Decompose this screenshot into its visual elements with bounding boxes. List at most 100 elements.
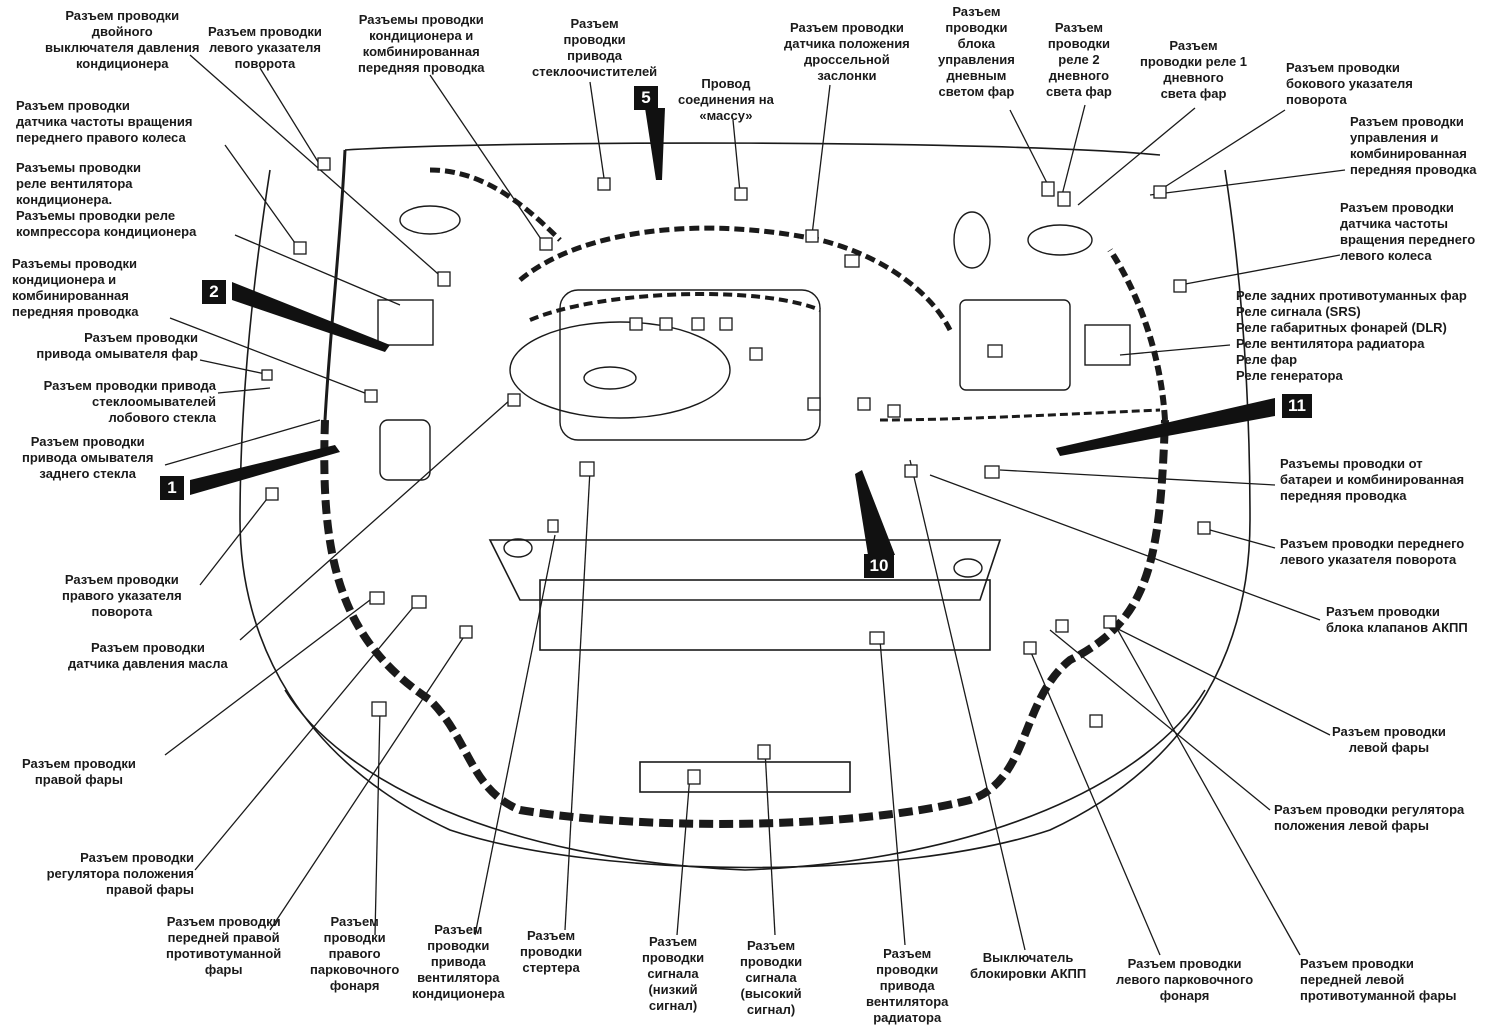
connector: [1055, 619, 1069, 633]
connector: [629, 317, 643, 331]
oil-filler: [583, 366, 637, 390]
connector: [369, 591, 385, 605]
connector: [293, 241, 307, 255]
marker-11: 11: [1282, 394, 1312, 418]
label-ac-and-front-harness-connectors: Разъемы проводки кондиционера и комбинир…: [358, 12, 485, 75]
label-ac-fan-and-compressor-relay-connectors: Разъемы проводки реле вентилятора кондиц…: [16, 160, 197, 239]
firewall-outline: [344, 142, 1161, 156]
connector: [507, 393, 521, 407]
label-ground-wire: Провод соединения на «массу»: [678, 76, 774, 123]
label-right-parking-lamp-connector: Разъем проводки правого парковочного фон…: [310, 914, 400, 993]
connector: [265, 487, 279, 501]
label-front-left-wheel-speed-sensor-connector: Разъем проводки датчика частоты вращения…: [1340, 200, 1476, 263]
connector: [547, 519, 559, 533]
wedge-10: [855, 470, 895, 555]
leader-l06: [811, 84, 831, 236]
connector: [659, 317, 673, 331]
leader-l29: [269, 634, 466, 931]
leader-l27: [1049, 629, 1271, 811]
pointer-wedges: [190, 108, 1275, 555]
label-horn-low-connector: Разъем проводки сигнала (низкий сигнал): [642, 934, 705, 1013]
label-drl-relay-1-connector: Разъем проводки реле 1 дневного света фа…: [1140, 38, 1248, 101]
leader-l22: [199, 494, 271, 586]
label-oil-pressure-sensor-connector: Разъем проводки датчика давления масла: [68, 640, 228, 671]
label-drl-relay-2-connector: Разъем проводки реле 2 дневного света фа…: [1046, 20, 1112, 99]
label-throttle-position-sensor-connector: Разъем проводки датчика положения дроссе…: [784, 20, 910, 83]
marker-1: 1: [160, 476, 184, 500]
leader-l38: [1114, 624, 1301, 956]
connector: [887, 404, 901, 418]
leader-l14: [1179, 254, 1341, 286]
label-starter-connector: Разъем проводки стертера: [520, 928, 583, 975]
connector: [317, 157, 331, 171]
wedge-1: [190, 445, 340, 495]
connector: [805, 229, 819, 243]
leader-l34: [764, 749, 776, 936]
label-left-turn-signal-connector: Разъем проводки левого указателя поворот…: [208, 24, 322, 71]
label-front-left-turn-signal-connector: Разъем проводки переднего левого указате…: [1280, 536, 1465, 567]
leader-l18: [217, 387, 271, 394]
connector: [579, 461, 595, 477]
connector: [984, 465, 1000, 479]
leader-l16: [1119, 344, 1231, 356]
leader-l33: [676, 774, 691, 936]
horn-left: [953, 558, 983, 578]
connector: [869, 631, 885, 645]
marker-2: 2: [202, 280, 226, 304]
leader-l23: [929, 474, 1321, 621]
leader-l15: [169, 317, 371, 396]
washer-reservoir: [379, 419, 431, 481]
wedge-11: [1056, 398, 1275, 456]
leader-l26: [164, 599, 371, 756]
connector: [459, 625, 473, 639]
wire-harness: [320, 149, 1169, 828]
leader-l36: [909, 459, 1026, 951]
wedge-5: [645, 108, 665, 180]
front-bumper-outline: [239, 519, 1251, 869]
leader-l31: [474, 534, 556, 936]
lower-bumper-outline: [284, 689, 1206, 871]
connectors: [261, 157, 1211, 785]
front-crossmember-outline: [488, 539, 1002, 601]
leader-l03: [429, 74, 546, 246]
connector: [1173, 279, 1187, 293]
leader-l11: [224, 144, 301, 251]
connector: [687, 769, 701, 785]
label-horn-high-connector: Разъем проводки сигнала (высокий сигнал): [740, 938, 803, 1017]
radiator-outline: [539, 579, 991, 651]
leader-l35: [879, 639, 906, 946]
label-side-turn-signal-connector: Разъем проводки бокового указателя повор…: [1286, 60, 1413, 107]
marker-5: 5: [634, 86, 658, 110]
connector: [1103, 615, 1117, 629]
label-front-right-wheel-speed-sensor-connector: Разъем проводки датчика частоты вращения…: [16, 98, 193, 145]
label-radiator-fan-motor-connector: Разъем проводки привода вентилятора ради…: [866, 946, 949, 1025]
engine-block: [559, 289, 821, 441]
leader-l10: [1159, 109, 1286, 191]
engine-harness-upper: [518, 225, 953, 332]
label-dual-ac-pressure-switch-connector: Разъем проводки двойного выключателя дав…: [45, 8, 200, 71]
label-right-turn-signal-connector: Разъем проводки правого указателя поворо…: [62, 572, 182, 619]
connector: [904, 464, 918, 478]
label-headlight-washer-motor-connector: Разъем проводки привода омывателя фар: [36, 330, 198, 361]
connector: [749, 347, 763, 361]
main-harness-loop: [320, 419, 1169, 828]
leader-l09: [1077, 107, 1196, 206]
right-side-harness: [323, 149, 347, 421]
leader-l08: [1061, 104, 1086, 196]
label-right-headlight-leveling-connector: Разъем проводки регулятора положения пра…: [46, 850, 194, 897]
label-drl-control-unit-connector: Разъем проводки блока управления дневным…: [938, 4, 1015, 99]
label-windshield-washer-motor-connector: Разъем проводки привода стеклоомывателей…: [43, 378, 216, 425]
label-ac-fan-motor-connector: Разъем проводки привода вентилятора конд…: [412, 922, 505, 1001]
right-fender-outline: [1224, 169, 1251, 521]
strut-tower-left: [1027, 224, 1093, 256]
leader-l07: [1009, 109, 1049, 186]
engine-harness-mid: [529, 292, 821, 322]
leader-l24: [239, 399, 511, 641]
connector: [1089, 714, 1103, 728]
label-battery-and-front-harness-connectors: Разъемы проводки от батареи и комбиниров…: [1280, 456, 1465, 503]
strut-tower-right: [399, 205, 461, 235]
leader-l05: [732, 119, 741, 193]
label-atf-valve-body-connector: Разъем проводки блока клапанов АКПП: [1326, 604, 1468, 635]
leader-l12: [234, 234, 401, 306]
